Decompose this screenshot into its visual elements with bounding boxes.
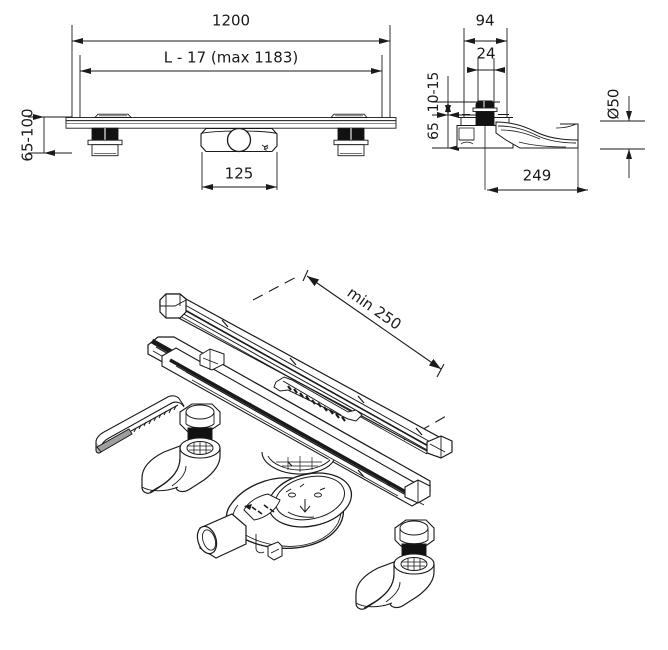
trap-arrow-detail: [251, 504, 275, 515]
dim-arrow-diameter-lower: [626, 149, 632, 159]
foot-mesh-left: [188, 441, 212, 455]
leveling-foot-left: [141, 403, 221, 494]
grate-cover: [159, 293, 453, 459]
drain-body-section: [456, 100, 579, 190]
dim-arrow-tile-upper: [445, 102, 451, 112]
body-tick-marks: [287, 461, 365, 478]
dim-arrow-diameter-upper: [626, 111, 632, 121]
collar-mesh: [276, 456, 322, 472]
dim-label-body-width: 94: [475, 12, 494, 30]
dim-label-overall-length: 1200: [212, 12, 250, 30]
leveling-foot-right: [355, 519, 435, 610]
foot-mesh-right: [402, 557, 426, 571]
leveling-foot-left-elevation: [87, 127, 123, 157]
dim-label-trap-length: 249: [523, 167, 552, 185]
comb-teeth: [287, 385, 346, 422]
channel-profile: [65, 113, 397, 129]
dim-label-grate-length: L - 17 (max 1183): [164, 49, 299, 67]
channel-body: [147, 336, 431, 507]
hook-serrations: [133, 405, 177, 433]
extension-lines-125: [201, 152, 278, 190]
dim-label-outlet-diameter: Ø50: [605, 89, 623, 120]
flange-tabs: [93, 113, 369, 118]
extension-lines-diameter: [600, 120, 645, 150]
dim-label-base-height: 65: [426, 122, 442, 140]
siphon-trap-body: [196, 451, 353, 561]
dim-line-min-clearance: [306, 275, 442, 370]
extension-lines-grate-length: [79, 55, 383, 124]
leveling-foot-right-elevation: [333, 127, 369, 157]
isometric-assembly-view: min 250: [95, 269, 453, 610]
front-elevation-view: 1200 L - 17 (max 1183) 65-100: [19, 12, 397, 190]
comb-clip: [273, 376, 363, 422]
lifting-hook-tool: [95, 395, 185, 454]
dim-label-outlet-spacing: 125: [225, 165, 254, 183]
dim-label-install-height: 65-100: [19, 108, 37, 161]
side-section-view: 94 24 10-15 65: [426, 12, 645, 193]
dim-label-inner-width: 24: [476, 45, 495, 63]
dim-arrow-24-left: [467, 67, 478, 73]
trap-body-elevation: [200, 127, 278, 153]
dim-label-tile-thickness: 10-15: [426, 72, 442, 113]
dim-arrow-24-right: [494, 67, 505, 73]
